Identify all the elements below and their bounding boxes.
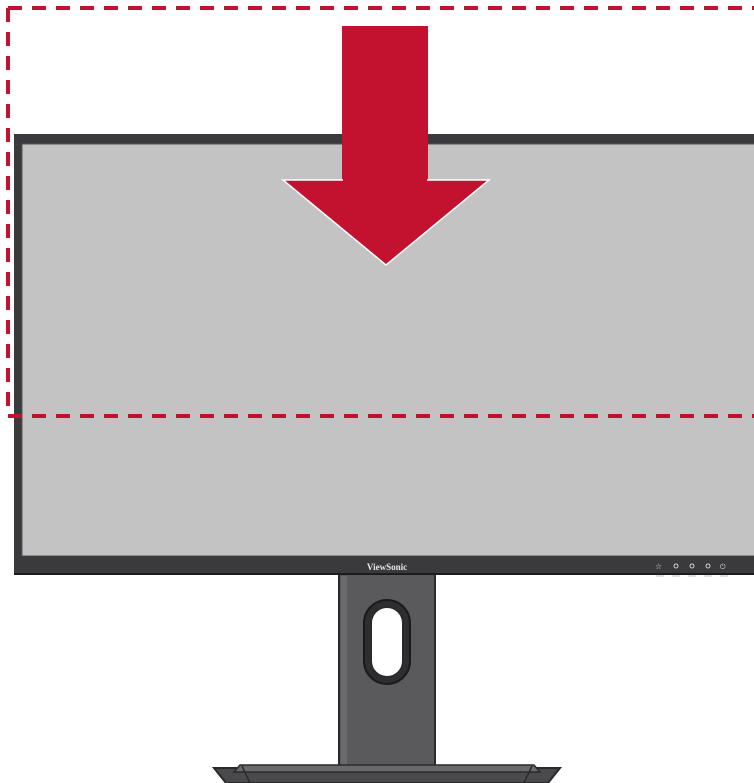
raised-position-outline <box>6 6 754 418</box>
star-icon: ☆ <box>655 562 662 571</box>
circle-icon <box>689 563 695 569</box>
stand-base-top <box>232 764 542 773</box>
monitor-buttons: ☆ ⏻ <box>655 562 726 571</box>
stand-base-line-right <box>523 765 533 783</box>
circle-icon <box>673 563 679 569</box>
down-arrow-icon <box>280 26 492 266</box>
stand-base-line-left <box>241 765 251 783</box>
brand-logo: ViewSonic <box>367 562 407 572</box>
monitor-chin <box>14 556 754 574</box>
cable-hole-inner <box>370 606 404 678</box>
circle-icon <box>705 563 711 569</box>
monitor-stand <box>211 573 563 783</box>
stand-neck-highlight <box>341 576 347 772</box>
power-icon: ⏻ <box>720 563 726 571</box>
arrow-shaft <box>342 26 428 184</box>
